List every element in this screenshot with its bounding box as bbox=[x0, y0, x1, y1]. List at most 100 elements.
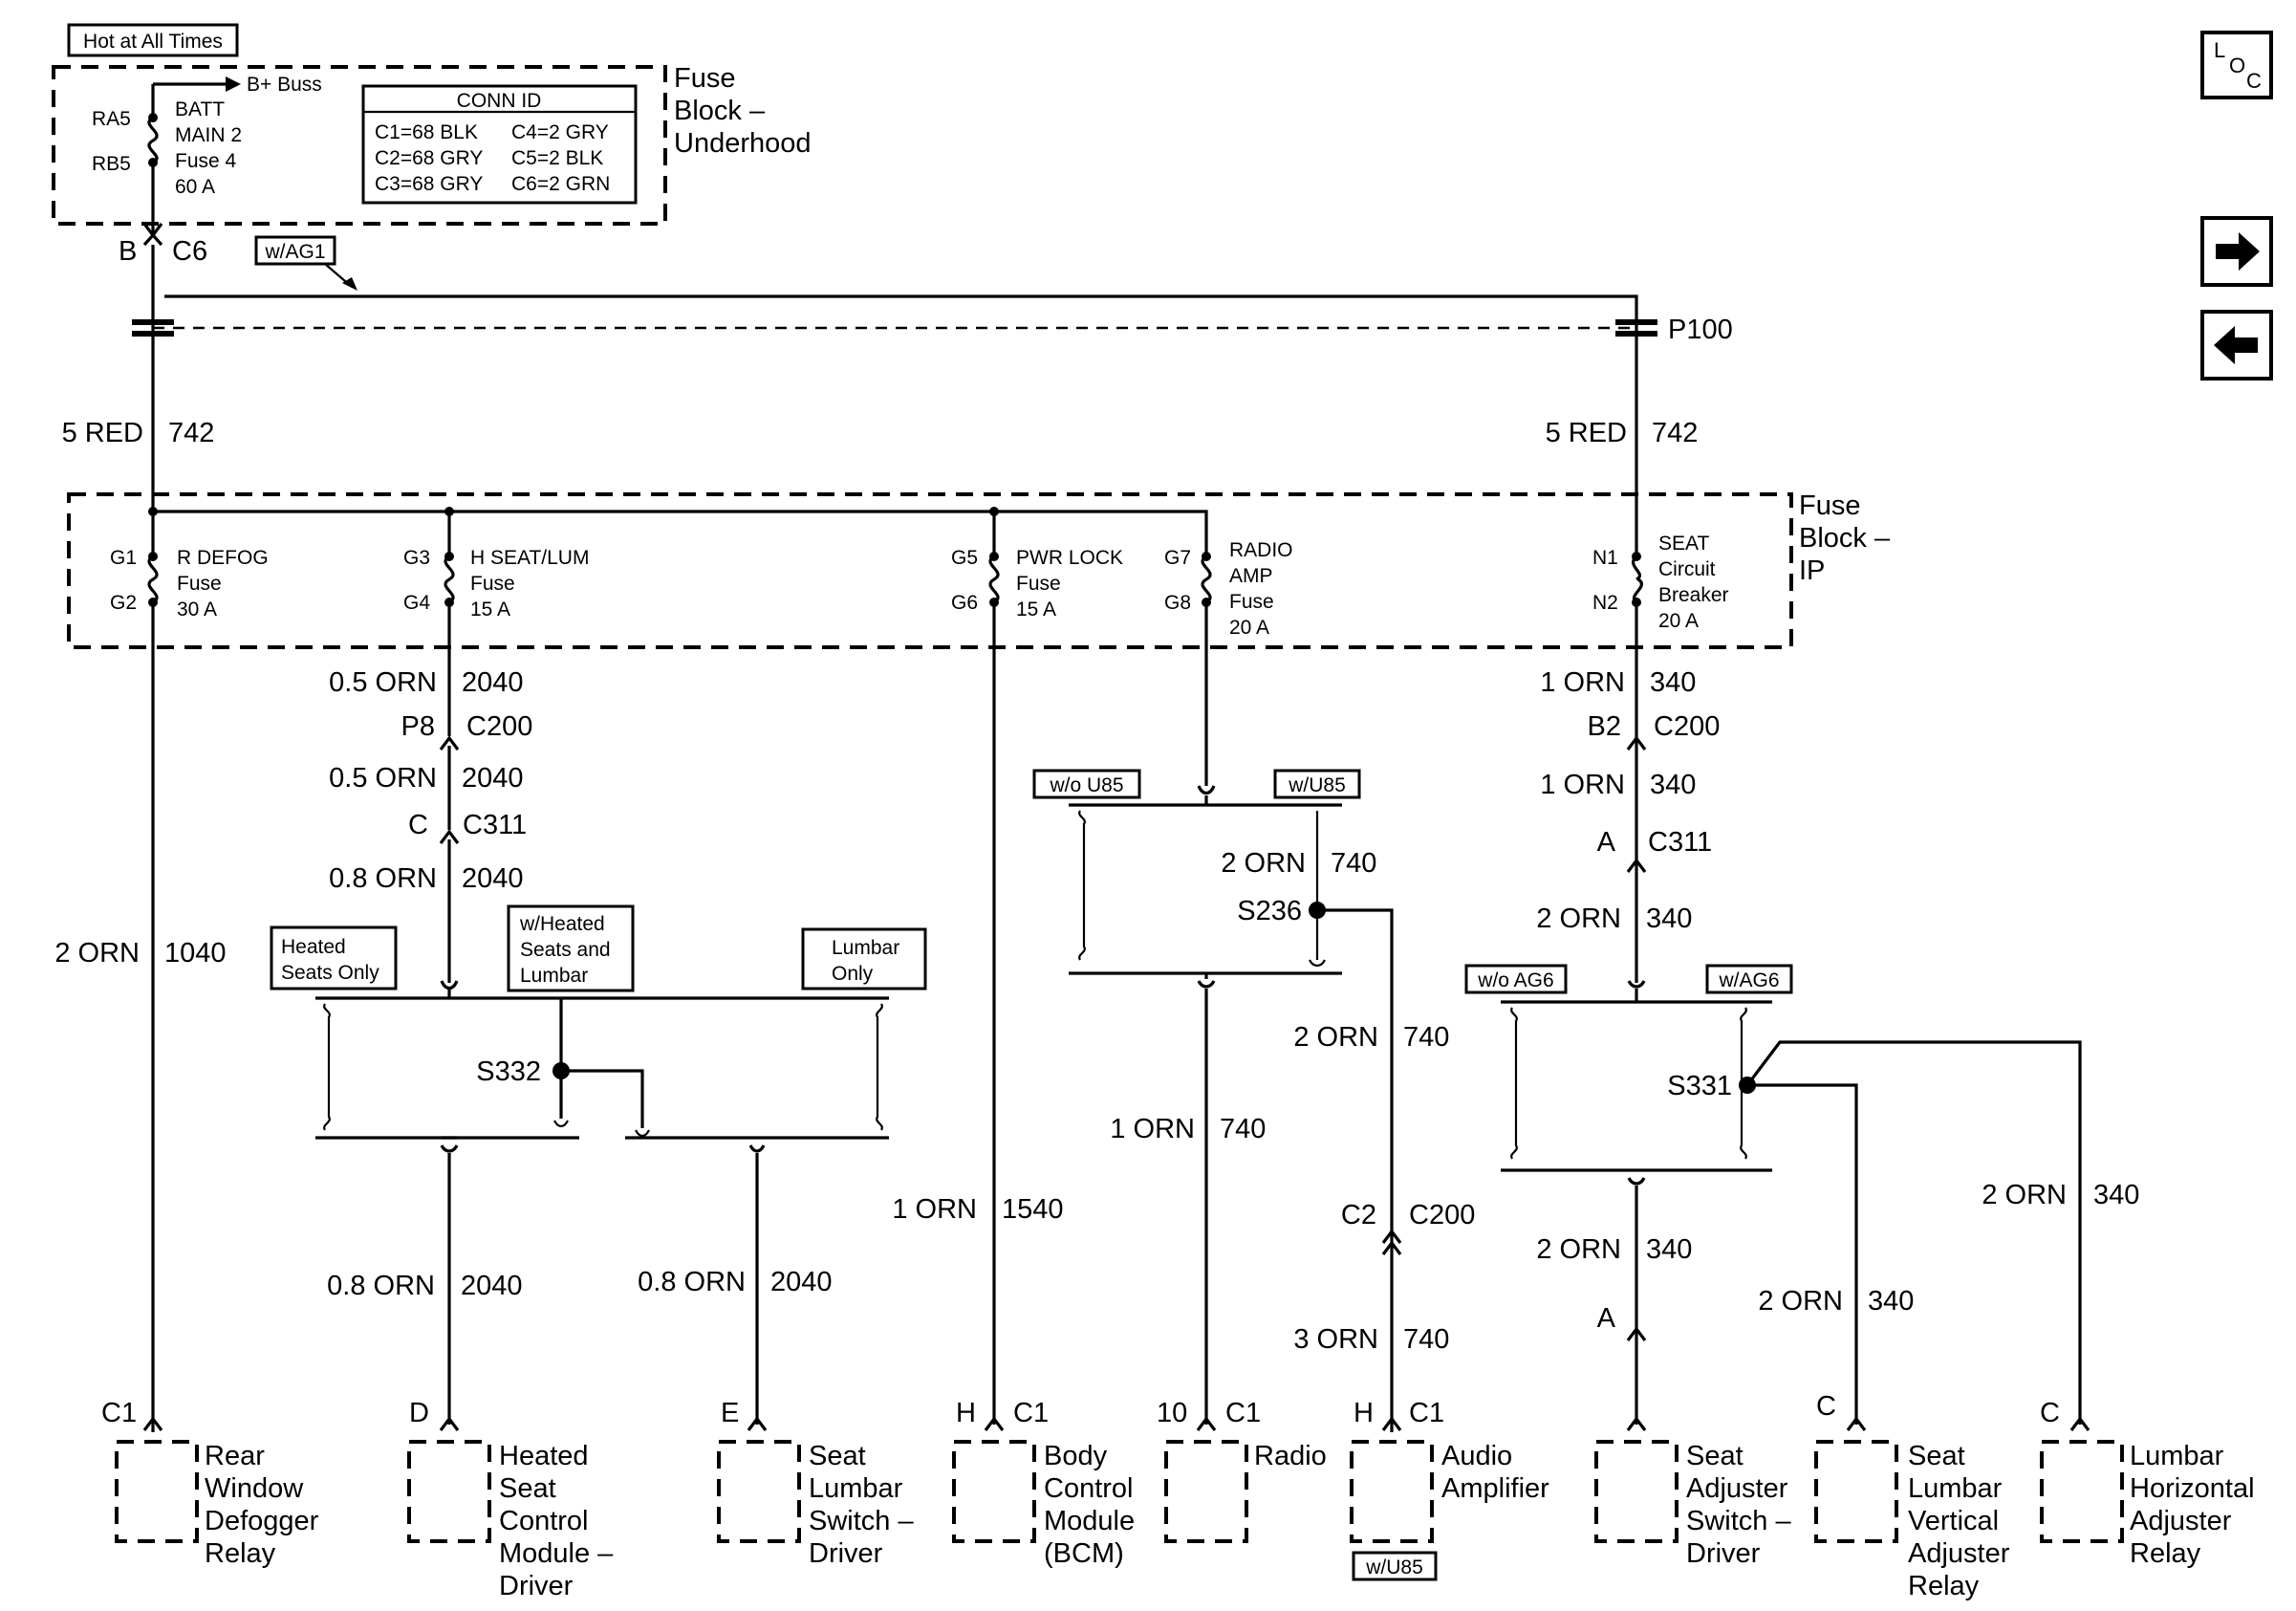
left-742-circuit: 742 bbox=[168, 418, 214, 448]
svg-text:C1: C1 bbox=[1013, 1398, 1049, 1428]
circuit-2040-w2-number: 2040 bbox=[462, 763, 524, 794]
circuit-1040-number: 1040 bbox=[164, 938, 227, 969]
svg-text:20 A: 20 A bbox=[1229, 617, 1269, 639]
locator-o-glyph: O bbox=[2229, 54, 2245, 77]
conn-id-table: CONN ID C1=68 BLK C4=2 GRY C2=68 GRY C5=… bbox=[361, 84, 638, 205]
svg-text:Module –: Module – bbox=[499, 1538, 614, 1569]
rb5-label: RB5 bbox=[92, 153, 131, 175]
circuit-2040-w2-gauge: 0.5 ORN bbox=[329, 763, 437, 794]
svg-text:Audio: Audio bbox=[1441, 1441, 1512, 1471]
pwr-lock-fuse: G5 G6 PWR LOCK Fuse 15 A bbox=[951, 547, 1123, 620]
radio: 10 C1 Radio bbox=[1157, 1398, 1327, 1543]
rear-window-defogger-relay: C1 Rear Window Defogger Relay bbox=[101, 1398, 319, 1569]
b-buss-wire bbox=[151, 82, 226, 118]
circuit-740-amp2-gauge: 3 ORN bbox=[1293, 1324, 1378, 1355]
svg-text:R DEFOG: R DEFOG bbox=[177, 547, 269, 569]
circuit-2040-e-wire bbox=[748, 1144, 766, 1425]
svg-text:Block –: Block – bbox=[674, 96, 766, 126]
c200-740-connector-icon bbox=[1381, 1229, 1402, 1255]
opt-wo-ag6-label: w/o AG6 bbox=[1477, 969, 1553, 991]
opt-w-u85-label: w/U85 bbox=[1288, 774, 1346, 796]
circuit-2040-d-wire bbox=[440, 1144, 459, 1425]
circuit-340-w3-gauge: 2 ORN bbox=[1536, 903, 1621, 934]
svg-text:C1: C1 bbox=[101, 1398, 137, 1428]
ip-bus-bar bbox=[153, 510, 1208, 556]
svg-text:(BCM): (BCM) bbox=[1044, 1538, 1124, 1569]
previous-page-button[interactable] bbox=[2200, 310, 2273, 381]
svg-text:Fuse: Fuse bbox=[1229, 591, 1274, 613]
c200-340-connector-icon bbox=[1626, 735, 1647, 751]
svg-text:H: H bbox=[956, 1398, 976, 1428]
arrow-right-icon bbox=[2216, 232, 2260, 271]
svg-text:C: C bbox=[1816, 1391, 1836, 1422]
w-ag1-tag bbox=[254, 235, 336, 266]
svg-text:Horizontal: Horizontal bbox=[2130, 1473, 2255, 1504]
audio-amplifier: H C1 Audio Amplifier w/U85 bbox=[1350, 1398, 1549, 1581]
p100-right-grommet-icon bbox=[1615, 319, 1657, 337]
w-ag1-label: w/AG1 bbox=[264, 241, 325, 263]
circuit-740-radio-gauge: 1 ORN bbox=[1110, 1114, 1195, 1144]
circuit-740-amp-number: 740 bbox=[1403, 1022, 1449, 1053]
circuit-740-amp-gauge: 2 ORN bbox=[1293, 1022, 1378, 1053]
c311-2040-pin: C bbox=[408, 810, 428, 840]
w-ag1-arrow-icon bbox=[342, 277, 357, 291]
c200-2040-label: C200 bbox=[466, 711, 532, 742]
svg-text:Seat: Seat bbox=[499, 1473, 556, 1504]
h-seat-lum-fuse: G3 G4 H SEAT/LUM Fuse 15 A bbox=[403, 547, 589, 620]
opt-wo-u85-tag bbox=[1032, 769, 1141, 799]
svg-text:Heated: Heated bbox=[499, 1441, 589, 1471]
circuit-2040-w1-gauge: 0.5 ORN bbox=[329, 667, 437, 698]
svg-text:Seat: Seat bbox=[809, 1441, 866, 1471]
opt-w-ag6-label: w/AG6 bbox=[1718, 969, 1779, 991]
svg-text:D: D bbox=[409, 1398, 429, 1428]
svg-text:10: 10 bbox=[1157, 1398, 1187, 1428]
svg-text:Radio: Radio bbox=[1254, 1441, 1327, 1471]
svg-text:MAIN 2: MAIN 2 bbox=[175, 124, 242, 146]
circuit-340-w3-number: 340 bbox=[1646, 903, 1692, 934]
s236-splice: S236 bbox=[1237, 896, 1394, 1377]
svg-text:C1=68 BLK: C1=68 BLK bbox=[375, 121, 478, 143]
c311-2040-connector-icon bbox=[439, 829, 460, 844]
b-buss-arrow-icon bbox=[226, 76, 241, 92]
svg-text:Seat: Seat bbox=[1908, 1441, 1965, 1471]
s332-splice: S332 bbox=[476, 998, 650, 1138]
svg-text:CONN ID: CONN ID bbox=[457, 90, 542, 112]
heated-seat-control-module: D Heated Seat Control Module – Driver bbox=[407, 1398, 614, 1601]
svg-text:Lumbar: Lumbar bbox=[809, 1473, 903, 1504]
next-page-button[interactable] bbox=[2200, 216, 2273, 287]
svg-text:E: E bbox=[721, 1398, 739, 1428]
svg-text:w/U85: w/U85 bbox=[1365, 1557, 1423, 1578]
svg-text:15 A: 15 A bbox=[1016, 599, 1056, 620]
svg-text:Lumbar: Lumbar bbox=[520, 965, 588, 987]
batt-main2-fuse-icon bbox=[147, 116, 159, 164]
svg-text:S331: S331 bbox=[1667, 1071, 1732, 1101]
svg-text:20 A: 20 A bbox=[1658, 610, 1699, 632]
circuit-340-vertical-gauge: 2 ORN bbox=[1758, 1286, 1843, 1317]
svg-text:C: C bbox=[2040, 1398, 2060, 1428]
circuit-2040-w3-number: 2040 bbox=[462, 863, 524, 894]
svg-text:Seats and: Seats and bbox=[520, 939, 611, 961]
c200-2040-connector-icon bbox=[439, 735, 460, 751]
svg-text:Fuse 4: Fuse 4 bbox=[175, 150, 237, 172]
batt-main2-fuse-label: BATT MAIN 2 Fuse 4 60 A bbox=[175, 98, 242, 198]
p100-left-grommet-icon bbox=[132, 319, 174, 337]
option-bracket-340 bbox=[1501, 980, 1772, 1172]
option-bracket-740 bbox=[1069, 785, 1342, 975]
circuit-340-horizontal-number: 340 bbox=[2093, 1180, 2139, 1210]
svg-text:Adjuster: Adjuster bbox=[1908, 1538, 2010, 1569]
locator-button[interactable]: L O C bbox=[2200, 31, 2273, 99]
circuit-1540-number: 1540 bbox=[1002, 1194, 1064, 1225]
circuit-340-vertical-number: 340 bbox=[1868, 1286, 1914, 1317]
circuit-2040-d-gauge: 0.8 ORN bbox=[327, 1271, 435, 1301]
switch-340-connector-icon bbox=[1626, 1326, 1647, 1341]
ra5-label: RA5 bbox=[92, 108, 131, 130]
svg-text:Rear: Rear bbox=[205, 1441, 265, 1471]
circuit-340-horizontal-gauge: 2 ORN bbox=[1982, 1180, 2067, 1210]
circuit-2040-e-number: 2040 bbox=[770, 1267, 833, 1297]
svg-text:Adjuster: Adjuster bbox=[1686, 1473, 1788, 1504]
svg-text:Fuse: Fuse bbox=[1016, 573, 1061, 595]
svg-text:Body: Body bbox=[1044, 1441, 1108, 1471]
svg-text:G8: G8 bbox=[1164, 592, 1191, 614]
option-bracket-2040 bbox=[315, 980, 889, 1140]
r-defog-fuse: G1 G2 R DEFOG Fuse 30 A bbox=[110, 547, 269, 620]
